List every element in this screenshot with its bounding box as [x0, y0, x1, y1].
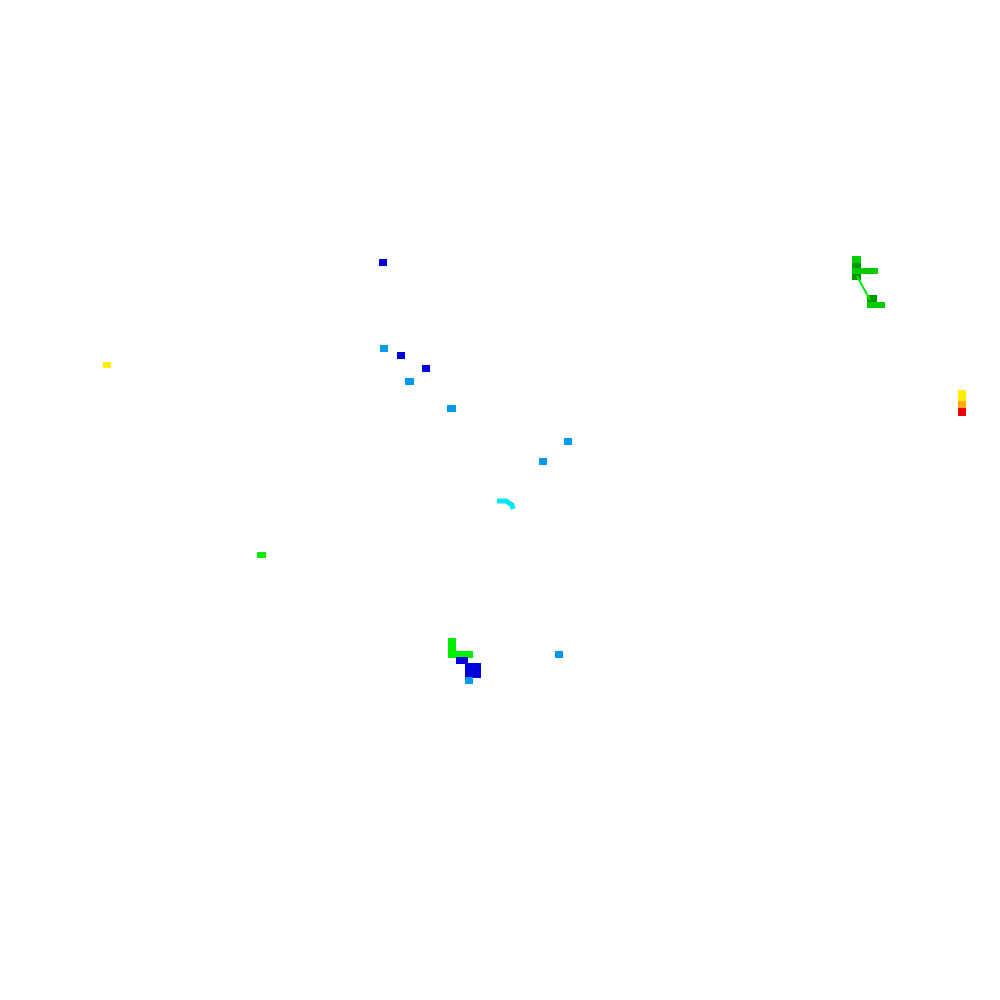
map-marker-edge-column-part-2[interactable] — [958, 408, 966, 416]
map-marker-green-l-shape-part-1[interactable] — [448, 651, 473, 658]
map-marker-blue-3[interactable] — [397, 352, 405, 359]
map-marker-blue-6[interactable] — [447, 405, 456, 412]
map-track-cyan-arc[interactable] — [497, 498, 516, 510]
map-marker-blue-block-part-2[interactable] — [465, 677, 473, 684]
map-marker-green-track-ne-part-4[interactable] — [867, 302, 885, 308]
map-marker-green-1[interactable] — [257, 552, 266, 558]
map-marker-edge-column-part-1[interactable] — [958, 401, 966, 408]
map-marker-blue-5[interactable] — [405, 378, 414, 385]
map-marker-blue-7[interactable] — [564, 438, 572, 445]
map-marker-green-track-ne-part-3[interactable] — [867, 295, 877, 307]
map-track-green-ne-line[interactable] — [856, 275, 871, 301]
map-features-layer — [103, 256, 966, 684]
map-marker-yellow-1[interactable] — [103, 362, 111, 368]
map-marker-edge-column[interactable] — [958, 390, 966, 402]
map-marker-blue-2[interactable] — [380, 345, 388, 352]
map-marker-green-track-ne-part-2[interactable] — [852, 268, 878, 274]
map-marker-blue-4[interactable] — [422, 365, 430, 372]
map-marker-green-track-ne[interactable] — [852, 256, 861, 264]
map-marker-blue-1[interactable] — [379, 259, 387, 266]
map-marker-green-l-shape[interactable] — [448, 638, 456, 657]
map-marker-blue-block[interactable] — [456, 657, 468, 664]
map-marker-blue-9[interactable] — [555, 651, 563, 658]
map-marker-blue-block-part-1[interactable] — [465, 663, 481, 678]
map-marker-blue-8[interactable] — [539, 458, 547, 465]
